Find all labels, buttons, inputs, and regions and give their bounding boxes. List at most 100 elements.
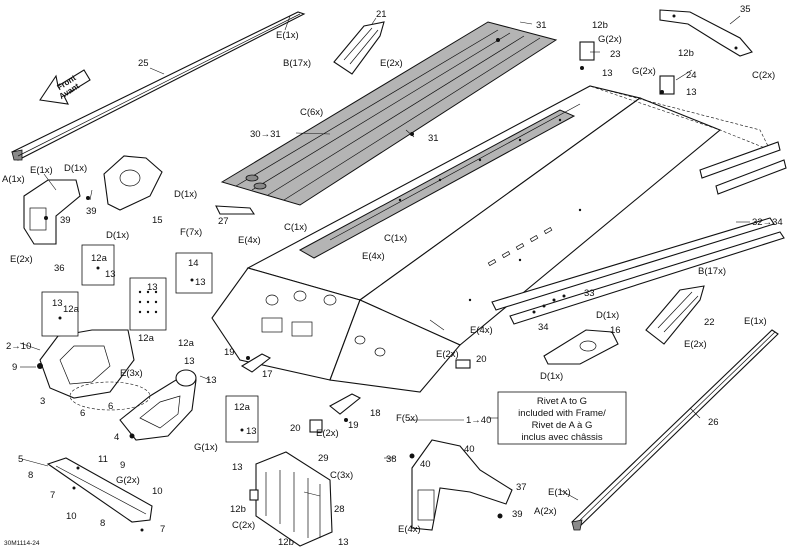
rivet-e2x-36: E(2x) xyxy=(10,254,33,265)
callout-13-box3: 13 xyxy=(52,298,63,309)
callout-9-left: 9 xyxy=(12,362,17,373)
skid-plate-5 xyxy=(46,457,153,523)
callout-40-b: 40 xyxy=(464,444,475,455)
leader-lines xyxy=(19,15,750,501)
callout-2-10: 2→10 xyxy=(6,341,31,352)
plate-16 xyxy=(543,329,619,365)
wire-27 xyxy=(215,205,256,215)
callout-23: 23 xyxy=(610,49,621,60)
callout-12b-right: 12b xyxy=(678,48,694,59)
callout-37: 37 xyxy=(516,482,527,493)
callout-10-a: 10 xyxy=(152,486,163,497)
callout-1-40: 1→40 xyxy=(466,415,491,426)
note-line-2: included with Frame/ xyxy=(518,408,606,419)
callout-6-a: 6 xyxy=(80,408,85,419)
bracket-18 xyxy=(329,393,362,415)
rivet-g2x-top: G(2x) xyxy=(598,34,622,45)
slider-rails-32 xyxy=(491,141,787,325)
rivet-d1x-15: D(1x) xyxy=(174,189,197,200)
callout-15: 15 xyxy=(152,215,163,226)
note-line-3: Rivet de A à G xyxy=(532,420,593,431)
front-frame-4 xyxy=(119,369,197,441)
callout-14: 14 xyxy=(188,258,199,269)
rivet-b17x-top: B(17x) xyxy=(283,58,311,69)
callout-12a-right: 12a xyxy=(178,338,195,349)
callout-7-b: 7 xyxy=(160,524,165,535)
bracket-20a xyxy=(455,359,471,369)
rivet-d1x-15-bottom: D(1x) xyxy=(106,230,129,241)
rivet-c2x-bottom: C(2x) xyxy=(232,520,255,531)
callout-12b-radiator-a: 12b xyxy=(230,504,246,515)
callout-39-bottom: 39 xyxy=(512,509,523,520)
callout-7-a: 7 xyxy=(50,490,55,501)
callout-39-left: 39 xyxy=(86,206,97,217)
callout-40-a: 40 xyxy=(420,459,431,470)
callout-27: 27 xyxy=(218,216,229,227)
callout-12a-grid: 12a xyxy=(138,333,155,344)
callout-18: 18 xyxy=(370,408,381,419)
callout-17: 17 xyxy=(262,369,273,380)
rivet-e1x-bottom: E(1x) xyxy=(548,487,571,498)
callout-13-box1: 13 xyxy=(105,269,116,280)
rail-25 xyxy=(11,11,306,161)
rivet-a2x: A(2x) xyxy=(534,506,557,517)
callout-13-box2: 13 xyxy=(195,277,206,288)
callout-28: 28 xyxy=(334,504,345,515)
callout-13-grid: 13 xyxy=(147,282,158,293)
callout-8-b: 8 xyxy=(100,518,105,529)
bracket-24 xyxy=(659,75,675,95)
heat-exchanger-30 xyxy=(220,21,558,206)
callout-29: 29 xyxy=(318,453,329,464)
callout-12a-box5: 12a xyxy=(234,402,251,413)
rivet-e2x-18: E(2x) xyxy=(316,428,339,439)
rivet-e2x-top: E(2x) xyxy=(380,58,403,69)
rivet-e4x-bottom: E(4x) xyxy=(398,524,421,535)
plate-15 xyxy=(103,155,163,211)
rivet-f7x: F(7x) xyxy=(180,227,202,238)
callout-20-a: 20 xyxy=(476,354,487,365)
radiator-28 xyxy=(249,451,333,547)
front-direction-arrow: Front Avant xyxy=(39,69,91,105)
callout-32-34: 32→34 xyxy=(752,217,783,228)
callout-13-radiator: 13 xyxy=(232,462,243,473)
detail-box-13-grid xyxy=(129,277,167,331)
rivet-a1x: A(1x) xyxy=(2,174,25,185)
rail-26 xyxy=(571,329,779,531)
rivet-e3x: E(3x) xyxy=(120,368,143,379)
callout-5: 5 xyxy=(18,454,23,465)
rivet-c2x-top: C(2x) xyxy=(752,70,775,81)
callout-12a-box1: 12a xyxy=(91,253,108,264)
callout-21: 21 xyxy=(376,9,387,20)
callout-13-near-frame-2: 13 xyxy=(206,375,217,386)
callout-12b-radiator-b: 12b xyxy=(278,537,294,548)
note-line-4: inclus avec châssis xyxy=(521,432,603,443)
callout-13-box5: 13 xyxy=(246,426,257,437)
callout-38: 38 xyxy=(386,454,397,465)
rivet-labels: E(1x) B(17x) E(2x) G(2x) G(2x) C(2x) C(6… xyxy=(2,30,775,535)
callout-9-mid: 9 xyxy=(120,460,125,471)
note-line-1: Rivet A to G xyxy=(537,396,587,407)
callout-13-near-frame: 13 xyxy=(184,356,195,367)
rivet-f5x: F(5x) xyxy=(396,413,418,424)
rivet-e4x-c: E(4x) xyxy=(470,325,493,336)
callout-39-bracket: 39 xyxy=(60,215,71,226)
bracket-17 xyxy=(240,353,272,373)
bracket-21 xyxy=(333,21,385,75)
callout-13-radiator-b: 13 xyxy=(338,537,349,548)
bracket-22 xyxy=(645,285,705,345)
rivet-b17x-right: B(17x) xyxy=(698,266,726,277)
callout-22: 22 xyxy=(704,317,715,328)
callout-13-right: 13 xyxy=(686,87,697,98)
callout-31-top: 31 xyxy=(536,20,547,31)
callout-10-b: 10 xyxy=(66,511,77,522)
rivet-c3x: C(3x) xyxy=(330,470,353,481)
rivet-c1x-a: C(1x) xyxy=(284,222,307,233)
callout-25: 25 xyxy=(138,58,149,69)
callout-19-a: 19 xyxy=(224,347,235,358)
rivet-e1x-right: E(1x) xyxy=(744,316,767,327)
callout-11: 11 xyxy=(98,454,108,465)
rivet-c6x: C(6x) xyxy=(300,107,323,118)
fasteners xyxy=(37,38,664,532)
callout-6-b: 6 xyxy=(108,401,113,412)
